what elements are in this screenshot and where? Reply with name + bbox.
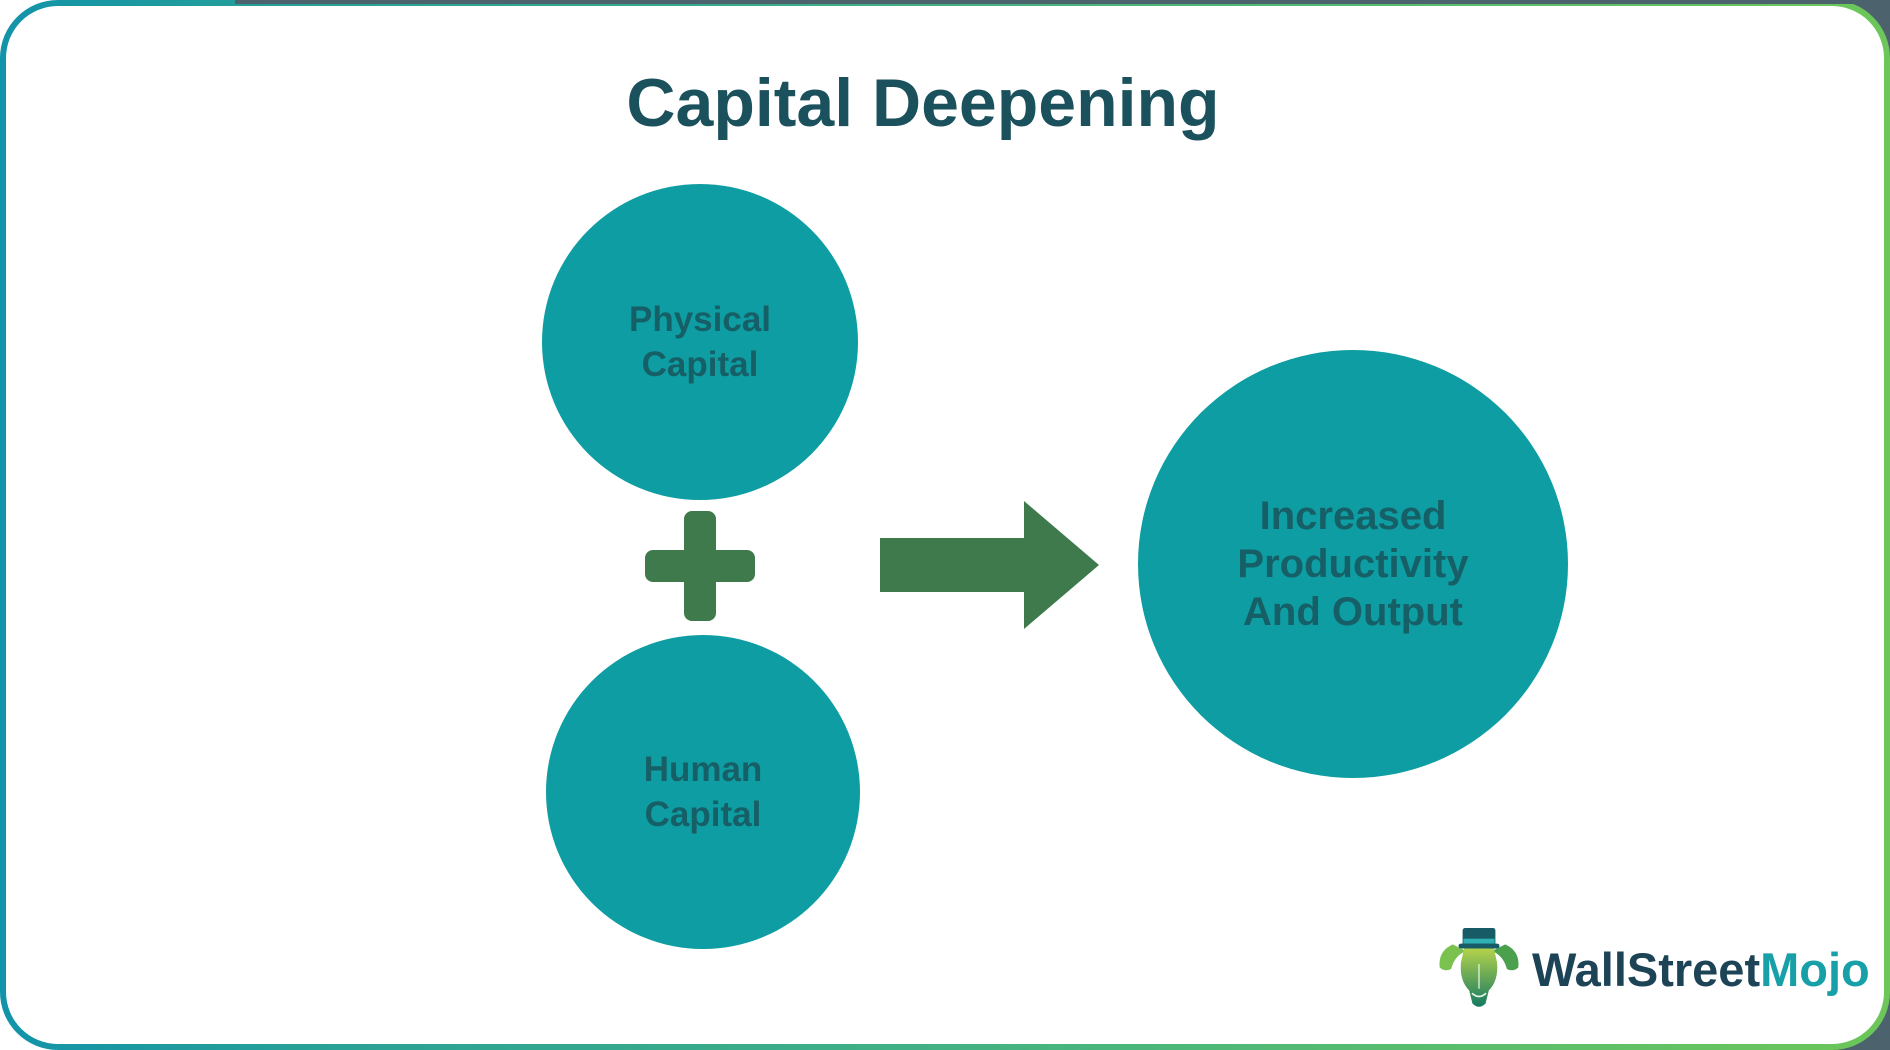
node-increased-productivity-label: Increased Productivity And Output: [1237, 492, 1468, 636]
node-physical-capital: Physical Capital: [542, 184, 858, 500]
label-line: Productivity: [1237, 542, 1469, 586]
brand-logo: WallStreetMojo: [1438, 926, 1870, 1012]
label-line: Human: [643, 750, 763, 789]
arrow-right-icon: [880, 501, 1099, 629]
node-human-capital-label: Human Capital: [644, 747, 763, 837]
node-physical-capital-label: Physical Capital: [629, 297, 771, 387]
page-title: Capital Deepening: [626, 65, 1220, 141]
label-line: Capital: [641, 345, 759, 384]
brand-secondary-text: Mojo: [1760, 942, 1870, 996]
label-line: Capital: [644, 795, 762, 834]
label-line: Physical: [628, 300, 772, 339]
page-backdrop-top-sliver: [235, 0, 1890, 4]
brand-wordmark: WallStreetMojo: [1532, 942, 1870, 997]
brand-primary-text: WallStreet: [1532, 942, 1761, 996]
plus-icon: [645, 511, 755, 621]
node-increased-productivity: Increased Productivity And Output: [1138, 350, 1568, 778]
label-line: Increased: [1259, 494, 1447, 538]
label-line: And Output: [1243, 590, 1463, 634]
wallstreetmojo-bull-icon: [1439, 928, 1519, 1007]
node-human-capital: Human Capital: [546, 635, 860, 949]
